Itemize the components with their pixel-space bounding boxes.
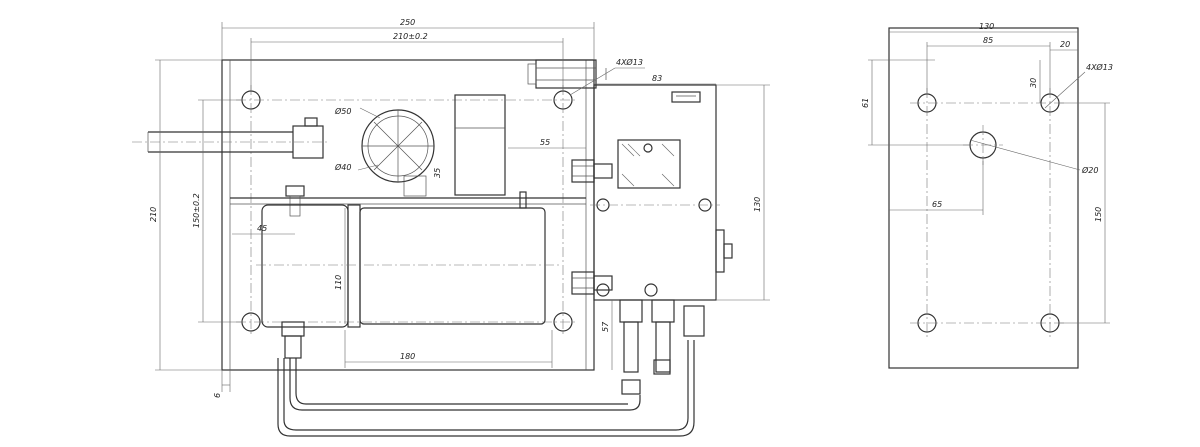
- valve-block: [590, 84, 733, 301]
- side-dim-130: 130: [979, 22, 994, 31]
- dim-gauge-40: Ø40: [334, 162, 351, 172]
- left-fitting: [281, 321, 305, 359]
- side-dim-20: 20: [1060, 40, 1070, 49]
- dim-210-tol: 210±0.2: [393, 32, 428, 41]
- dim-180: 180: [400, 352, 415, 361]
- pressure-gauge: [357, 107, 435, 197]
- side-dim-20-hole: Ø20: [1081, 165, 1098, 175]
- valve-bolt-upper: [571, 159, 613, 183]
- outlet-fittings: [619, 299, 705, 395]
- dim-6: 6: [213, 393, 222, 398]
- bolt-right: [519, 191, 527, 209]
- pipes: [277, 340, 695, 437]
- side-view: 130 85 20 30 61 Ø20 65 150 4XØ13: [861, 22, 1113, 369]
- side-dim-150: 150: [1094, 207, 1103, 222]
- side-dim-30: 30: [1029, 78, 1038, 88]
- side-dim-85: 85: [983, 36, 993, 45]
- side-mount-holes: [910, 88, 1066, 338]
- bolt-left: [285, 185, 305, 217]
- input-shaft: [132, 117, 330, 159]
- front-mount-holes: [236, 85, 578, 337]
- dim-110: 110: [334, 275, 343, 290]
- dim-gauge-50: Ø50: [334, 106, 351, 116]
- motor: [256, 204, 560, 328]
- valve-bolt-lower: [571, 271, 613, 295]
- side-dim-61: 61: [861, 98, 870, 108]
- front-view: 250 210±0.2 210 150±0.2 45 180 110 55 83…: [132, 18, 770, 437]
- dim-57: 57: [601, 321, 610, 332]
- dim-4x13-front: 4XØ13: [616, 57, 643, 67]
- dim-210-vertical: 210: [149, 207, 158, 222]
- side-mount-plate: [888, 27, 1079, 369]
- side-dimensions: [868, 31, 1110, 324]
- top-connector: [527, 59, 607, 89]
- dim-150-tol: 150±0.2: [192, 193, 201, 228]
- dim-35: 35: [433, 168, 442, 178]
- front-dimensions: [155, 22, 770, 392]
- dim-55: 55: [540, 138, 550, 147]
- dim-45: 45: [257, 224, 267, 233]
- dim-83: 83: [652, 74, 662, 83]
- dim-250: 250: [400, 18, 415, 27]
- oil-tank: [454, 94, 506, 196]
- side-dim-4x13: 4XØ13: [1086, 62, 1113, 72]
- side-dim-65: 65: [932, 200, 942, 209]
- dim-130: 130: [753, 197, 762, 212]
